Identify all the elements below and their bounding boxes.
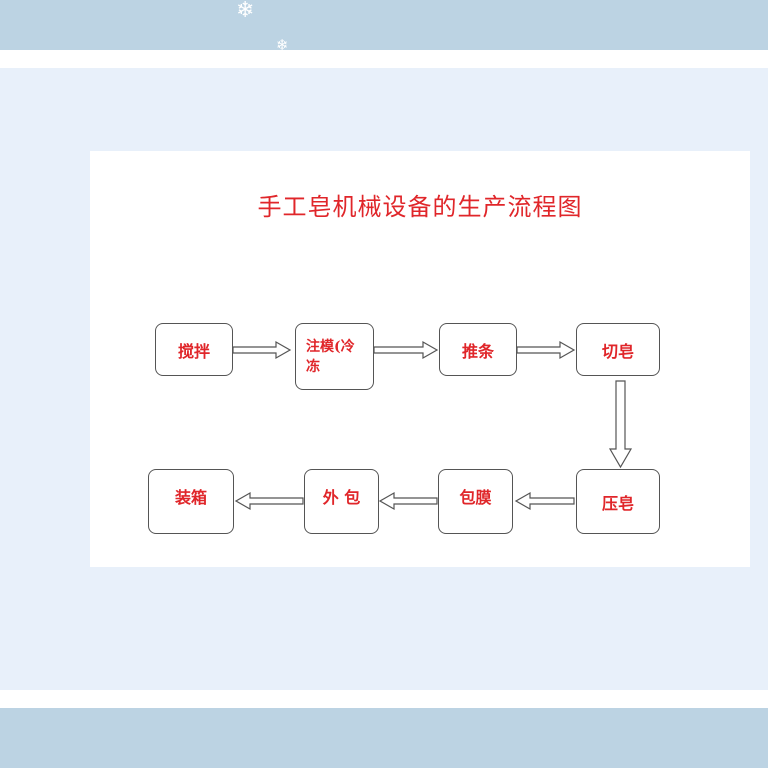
step-press: 压皂 xyxy=(576,469,660,534)
flowchart-canvas: 手工皂机械设备的生产流程图 搅拌 注模(冷冻 推条 切皂 压皂 包膜 外 包 装… xyxy=(90,151,750,567)
snowflake-icon: ❄ xyxy=(236,0,255,23)
step-outer-pack: 外 包 xyxy=(304,469,379,534)
arrow-mix-to-mold xyxy=(232,340,292,360)
diagram-title: 手工皂机械设备的生产流程图 xyxy=(257,193,583,221)
snowflake-icon: ❄ xyxy=(276,36,289,54)
arrow-cut-to-press xyxy=(608,380,633,469)
step-press-label: 压皂 xyxy=(601,493,634,513)
step-film: 包膜 xyxy=(438,469,513,534)
top-band xyxy=(0,0,768,50)
step-cut-label: 切皂 xyxy=(601,341,634,361)
step-boxing: 装箱 xyxy=(148,469,234,534)
step-outer-pack-label: 外 包 xyxy=(322,488,361,507)
step-boxing-label: 装箱 xyxy=(174,488,207,507)
arrow-outer-to-box xyxy=(234,491,304,511)
step-cut: 切皂 xyxy=(576,323,660,376)
flow-arrows xyxy=(232,340,633,511)
top-divider xyxy=(0,50,768,68)
step-mix-label: 搅拌 xyxy=(177,341,210,361)
step-mix: 搅拌 xyxy=(155,323,233,376)
bottom-band xyxy=(0,708,768,768)
arrow-press-to-film xyxy=(514,491,575,511)
arrow-push-to-cut xyxy=(516,340,576,360)
arrow-mold-to-push xyxy=(373,340,439,360)
bottom-divider xyxy=(0,690,768,708)
step-mold-label: 注模(冷冻 xyxy=(306,338,355,375)
step-film-label: 包膜 xyxy=(459,488,492,507)
step-push-label: 推条 xyxy=(461,341,494,361)
step-mold: 注模(冷冻 xyxy=(295,323,374,390)
step-push: 推条 xyxy=(439,323,517,376)
arrow-film-to-outer xyxy=(378,491,438,511)
